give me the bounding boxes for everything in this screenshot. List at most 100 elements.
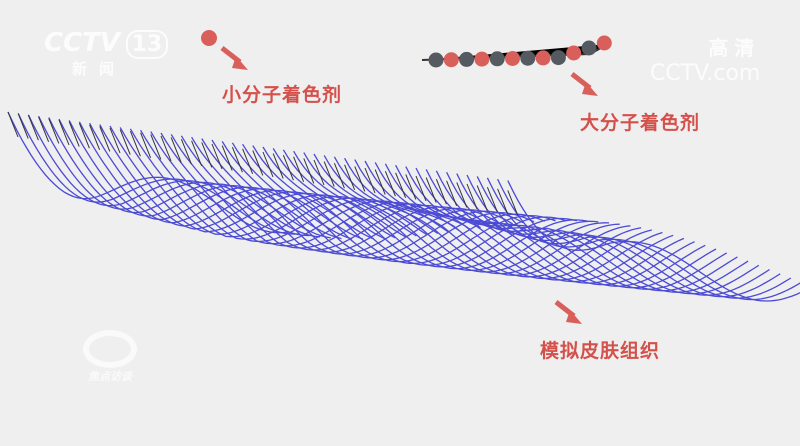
fiber-line [89, 122, 374, 240]
channel-name: 新闻 [72, 60, 127, 78]
chain-bead [581, 40, 597, 56]
skin-tissue-fibers [7, 111, 800, 302]
fiber-tip [7, 111, 19, 138]
arrow-skin-tissue-head [566, 310, 582, 324]
fiber-line [497, 178, 800, 301]
chain-bead [505, 51, 520, 66]
small-molecule-bead [201, 30, 217, 46]
fiber-line [242, 143, 535, 261]
fiber-tip [180, 139, 192, 165]
fiber-tip [507, 190, 519, 216]
fiber-tip [89, 124, 101, 150]
fiber-tip [333, 163, 345, 189]
fiber-tip [191, 140, 203, 166]
fiber-tip [211, 143, 223, 170]
fiber-tip [242, 148, 254, 174]
fiber-tip [395, 172, 407, 198]
channel-number: 13 [125, 30, 169, 59]
fiber-line [150, 131, 439, 243]
fiber-tip [272, 153, 284, 179]
fiber-tip [140, 132, 152, 158]
cctv13-logo: CCTV 13 新闻 [44, 28, 169, 79]
fiber-tip [456, 182, 468, 208]
fiber-tip [344, 164, 356, 190]
label-small-molecule: 小分子着色剂 [222, 84, 343, 106]
fiber-tip [231, 147, 243, 173]
chain-bead [443, 52, 459, 68]
fiber-line [313, 153, 610, 273]
chain-bead [535, 50, 551, 66]
fiber-line [466, 174, 770, 296]
fiber-line [435, 170, 738, 292]
chain-bead [566, 45, 582, 61]
fiber-tip [38, 116, 50, 142]
cctv-brand: CCTV [44, 28, 121, 58]
fiber-line [119, 127, 407, 238]
label-large-molecule: 大分子着色剂 [580, 112, 701, 134]
arrow-large-molecule-head [582, 82, 598, 96]
fiber-tip [425, 177, 437, 203]
fiber-line [507, 180, 800, 302]
chain-bead [520, 50, 536, 66]
chain-bead [474, 51, 490, 67]
fiber-tip [119, 129, 131, 155]
fiber-tip [476, 185, 488, 211]
fiber-tip [17, 113, 29, 139]
fiber-line [38, 115, 321, 238]
chain-bead [428, 52, 444, 68]
fiber-tip [303, 158, 315, 184]
chain-bead [459, 51, 475, 67]
program-name: 焦点访谈 [88, 370, 132, 383]
fiber-tip [170, 137, 182, 163]
fiber-line [221, 141, 514, 257]
chain-bead [489, 51, 505, 67]
program-watermark: 焦点访谈 [78, 330, 142, 384]
fiber-tip [27, 115, 39, 141]
fiber-tip [78, 123, 90, 149]
fiber-line [364, 160, 663, 281]
fiber-tip [129, 131, 141, 157]
fiber-tip [150, 134, 162, 160]
fiber-line [272, 148, 567, 266]
fiber-line [415, 167, 717, 289]
fiber-line [446, 171, 749, 293]
fiber-tip [68, 121, 80, 147]
fiber-line [48, 117, 331, 239]
fiber-tip [364, 167, 376, 194]
fiber-line [344, 157, 642, 278]
fiber-line [129, 128, 417, 238]
fiber-tip [435, 179, 447, 205]
program-logo-icon [83, 330, 137, 368]
fiber-line [456, 173, 760, 295]
arrow-small-molecule-head [232, 56, 248, 70]
fiber-line [58, 118, 342, 240]
fiber-tip [374, 169, 386, 195]
fiber-tip [486, 187, 498, 213]
chain-bead [550, 50, 566, 66]
fiber-line [384, 163, 685, 284]
fiber-tip [109, 127, 121, 154]
fiber-tip [221, 145, 233, 171]
fiber-line [486, 177, 792, 299]
fiber-tip [354, 166, 366, 192]
fiber-tip [405, 174, 417, 200]
hd-logo: 高清 CCTV.com [650, 32, 760, 86]
fiber-tip [201, 142, 213, 168]
fiber-tip [466, 183, 478, 210]
fiber-tip [282, 155, 294, 181]
fiber-line [425, 169, 728, 290]
fiber-tip [313, 159, 325, 186]
fiber-tip [293, 156, 305, 182]
fiber-line [333, 156, 631, 276]
fiber-tip [262, 151, 274, 178]
fiber-line [303, 152, 599, 271]
fiber-tip [99, 126, 111, 152]
label-skin-tissue: 模拟皮肤组织 [540, 340, 661, 362]
fiber-line [395, 164, 695, 286]
fiber-tip [497, 188, 509, 214]
fiber-tip [48, 118, 60, 144]
chain-bead [596, 35, 612, 51]
fiber-tip [58, 119, 70, 146]
fiber-tip [160, 135, 172, 162]
